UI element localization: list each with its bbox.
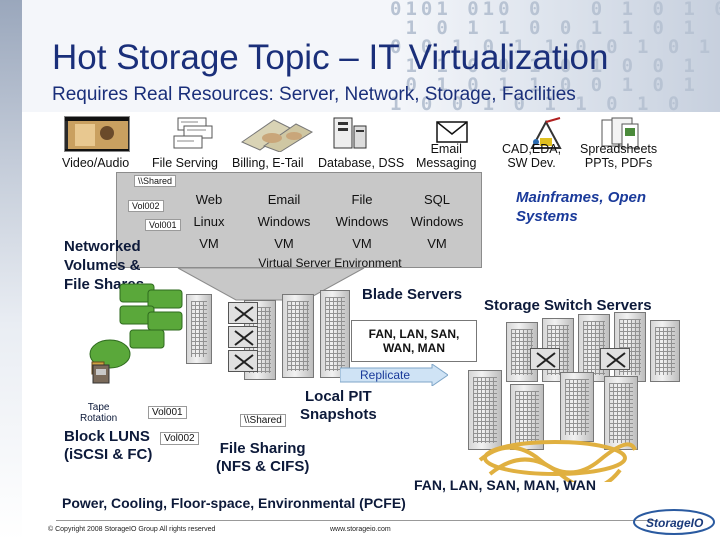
storage-server-rack-4 [614, 312, 646, 382]
storage-disk-stack-icon [119, 283, 183, 349]
money-icon [234, 116, 320, 152]
fan-wan-bottom-label: FAN, LAN, SAN, MAN, WAN [414, 477, 596, 493]
cad-tools-icon [526, 116, 566, 152]
tape-icon [92, 364, 110, 384]
video-film-icon [64, 116, 130, 152]
storage-server-rack-6 [468, 370, 502, 450]
vol001-lower-tag: Vol001 [148, 406, 187, 419]
app-label-file-serving: File Serving [152, 156, 218, 170]
blade-server-rack-1 [186, 294, 212, 364]
app-label-cad: CAD,EDA, SW Dev. [502, 142, 562, 170]
network-switch-icon [600, 348, 630, 370]
blade-servers-label: Blade Servers [362, 286, 463, 303]
network-protocols-box: FAN, LAN, SAN, WAN, MAN [351, 320, 477, 362]
replicate-label: Replicate [360, 368, 411, 382]
vm-label-2: VM [274, 236, 294, 251]
storage-server-rack-7 [510, 384, 544, 450]
replicate-arrow [340, 364, 448, 386]
storage-switch-servers-label: Storage Switch Servers [484, 297, 652, 314]
vm-label-4: VM [427, 236, 447, 251]
copyright-text: © Copyright 2008 StorageIO Group All rig… [48, 526, 216, 533]
file-folders-icon [168, 116, 222, 152]
vm-sql-label: SQL [423, 192, 450, 207]
storage-server-rack-9 [604, 376, 638, 450]
storage-server-rack-8 [560, 372, 594, 442]
vol002-tag: Vol002 [128, 200, 164, 212]
envelope-icon [434, 116, 470, 152]
footer-divider [56, 520, 656, 521]
slide-subtitle: Requires Real Resources: Server, Network… [52, 84, 576, 105]
mainframes-label: Mainframes, Open Systems [516, 189, 647, 225]
pcfe-label: Power, Cooling, Floor-space, Environment… [62, 495, 406, 511]
header-band: 0101 010 0 0 1 0 1 0 1 0 1 1 0 0 1 1 0 1… [0, 0, 720, 112]
database-server-icon [330, 116, 368, 152]
blade-server-rack-4 [320, 290, 350, 378]
local-pit-label: Local PIT Snapshots [300, 388, 377, 423]
storage-server-rack-5 [650, 320, 680, 382]
virtual-server-caption: Virtual Server Environment [258, 256, 402, 270]
file-sharing-label: File Sharing (NFS & CIFS) [216, 440, 310, 475]
vm-email-label: Email [267, 192, 301, 207]
vol001-tag: Vol001 [145, 219, 181, 231]
block-luns-label: Block LUNS (iSCSI & FC) [64, 428, 153, 463]
vol002-lower-tag: Vol002 [160, 432, 199, 445]
network-switch-icon [228, 302, 258, 324]
documents-icon [598, 116, 642, 152]
vm-label-3: VM [352, 236, 372, 251]
vm-web-label: Web [195, 192, 223, 207]
vm-windows-label-2: Windows [335, 214, 389, 229]
app-label-database: Database, DSS [318, 156, 405, 170]
vm-label-1: VM [199, 236, 219, 251]
website-text: www.storageio.com [330, 526, 391, 533]
storageio-logo: StorageIO [633, 509, 715, 535]
shared-lower-tag: \\Shared [240, 414, 286, 427]
app-label-spreadsheets: Spreadsheets PPTs, PDFs [580, 142, 658, 170]
vm-windows-label-1: Windows [257, 214, 311, 229]
logo-text: StorageIO [646, 516, 704, 530]
networked-volumes-label: Networked Volumes & File Shares [64, 238, 145, 293]
vm-linux-label: Linux [193, 214, 225, 229]
network-switch-icon [228, 350, 258, 372]
network-fabric-cables [478, 440, 637, 482]
slide-title: Hot Storage Topic – IT Virtualization [52, 38, 609, 77]
left-accent-bar [0, 0, 22, 540]
app-label-email: Email Messaging [416, 142, 477, 170]
app-label-video-audio: Video/Audio [62, 156, 130, 170]
binary-pattern-decoration: 0101 010 0 0 1 0 1 0 1 0 1 1 0 0 1 1 0 1… [390, 0, 720, 112]
shared-tag: \\Shared [134, 175, 177, 187]
blade-server-rack-3 [282, 294, 314, 378]
vm-file-label: File [351, 192, 373, 207]
network-switch-icon [228, 326, 258, 348]
vm-windows-label-3: Windows [410, 214, 464, 229]
network-switch-icon [530, 348, 560, 370]
tape-rotation-label: Tape Rotation [80, 402, 118, 424]
app-label-billing: Billing, E-Tail [232, 156, 304, 170]
